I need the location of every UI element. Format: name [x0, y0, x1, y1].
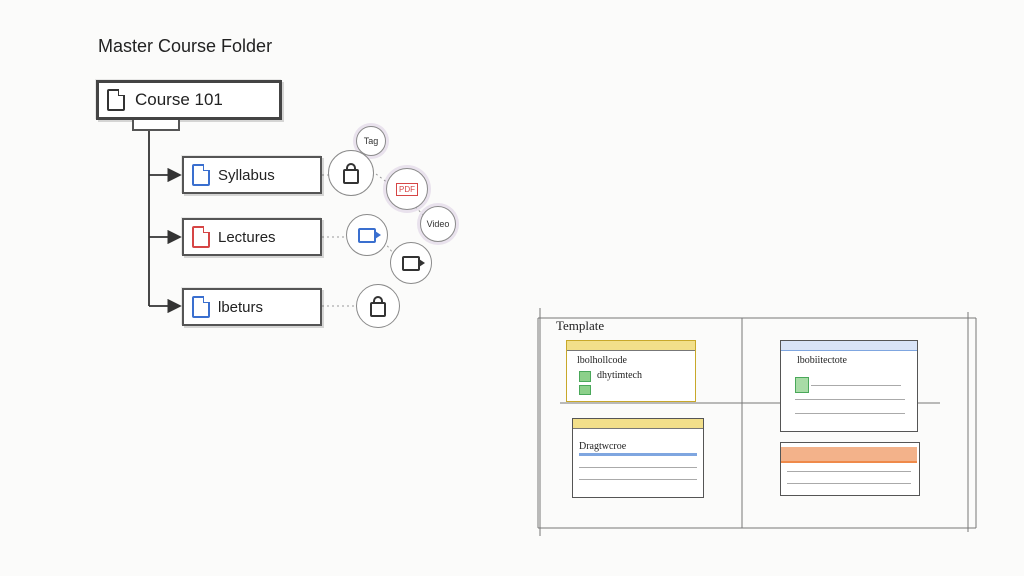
folder-icon	[107, 89, 125, 111]
lock-icon	[343, 162, 359, 184]
pdf-bubble[interactable]: PDF	[386, 168, 428, 210]
template-window-3[interactable]: Dragtwcroe	[572, 418, 704, 498]
lectures-label: Lectures	[218, 228, 276, 246]
template-window-4[interactable]	[780, 442, 920, 496]
document-icon	[192, 164, 210, 186]
camera-icon	[358, 227, 381, 243]
third-folder-node[interactable]: lbeturs	[182, 288, 322, 326]
window-2-title: lbobiitectote	[797, 355, 847, 366]
window-titlebar	[781, 341, 917, 351]
root-folder-label: Course 101	[135, 90, 223, 109]
window-titlebar	[573, 419, 703, 429]
window-1-title: lbolhollcode	[577, 355, 627, 366]
pdf-icon: PDF	[396, 182, 418, 196]
template-window-2[interactable]: lbobiitectote	[780, 340, 918, 432]
video-bubble[interactable]: Video	[420, 206, 456, 242]
video-camera-icon	[402, 255, 425, 271]
syllabus-label: Syllabus	[218, 166, 275, 184]
lock-bubble-2[interactable]	[356, 284, 400, 328]
third-folder-label: lbeturs	[218, 298, 264, 316]
lock-icon	[370, 295, 386, 317]
root-folder-node[interactable]: Course 101	[96, 80, 282, 120]
lectures-node[interactable]: Lectures	[182, 218, 322, 256]
syllabus-node[interactable]: Syllabus	[182, 156, 322, 194]
tag-label: Tag	[363, 136, 379, 146]
window-1-subtitle: dhytimtech	[597, 370, 642, 381]
video-camera-bubble[interactable]	[390, 242, 432, 284]
pdf-file-icon	[192, 226, 210, 248]
video-label: Video	[426, 219, 450, 229]
window-titlebar	[567, 341, 695, 351]
camera-bubble[interactable]	[346, 214, 388, 256]
document-icon	[192, 296, 210, 318]
root-folder-tab	[132, 120, 180, 131]
spreadsheet-icon	[795, 377, 809, 393]
green-file-icon	[579, 385, 591, 395]
template-title: Template	[556, 318, 605, 333]
window-3-title: Dragtwcroe	[579, 441, 627, 452]
orange-bar	[781, 447, 917, 463]
tag-bubble[interactable]: Tag	[356, 126, 386, 156]
lock-bubble[interactable]	[328, 150, 374, 196]
diagram-title: Master Course Folder	[98, 36, 273, 56]
green-file-icon	[579, 371, 591, 382]
template-window-1[interactable]: lbolhollcode dhytimtech	[566, 340, 696, 402]
blue-bar	[579, 453, 697, 456]
